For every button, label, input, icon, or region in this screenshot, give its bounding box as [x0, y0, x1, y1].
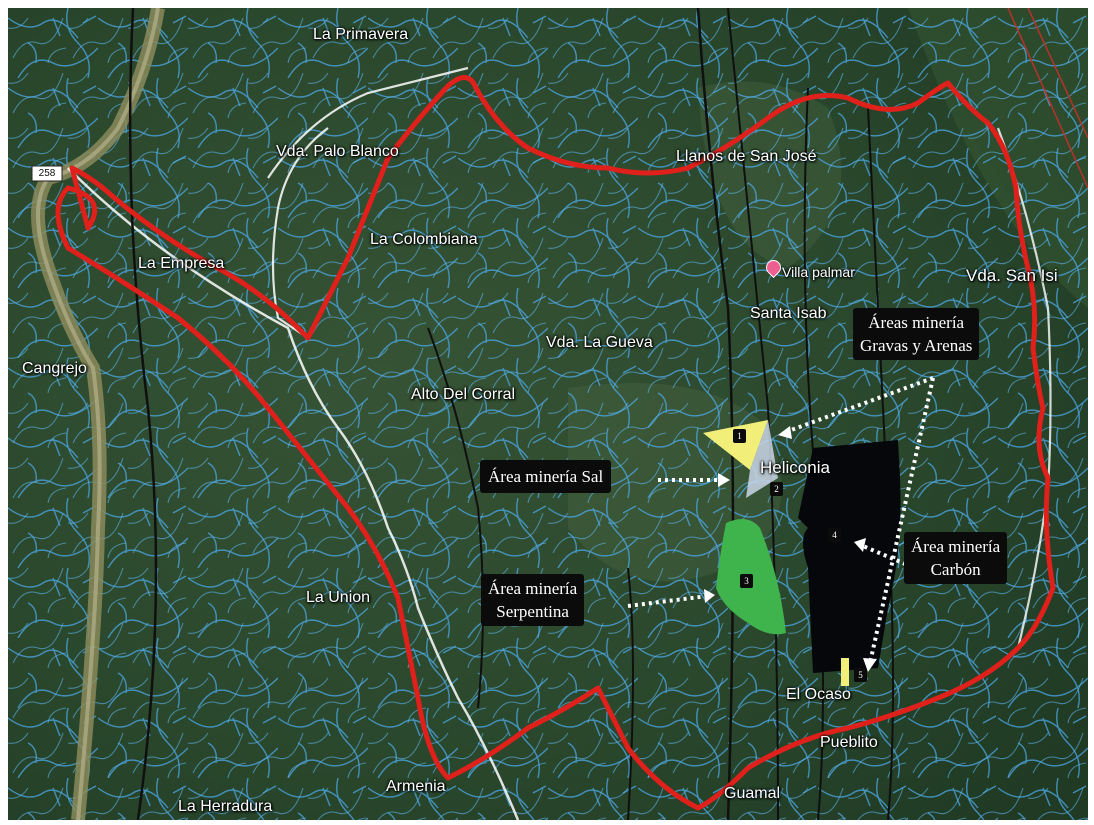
zone-gravas-arenas — [703, 420, 768, 470]
place-la-empresa: La Empresa — [138, 255, 225, 272]
place-la-primavera: La Primavera — [313, 26, 409, 43]
place-la-colombiana: La Colombiana — [370, 231, 478, 248]
callout-serpentina: Área minería Serpentina — [481, 574, 585, 626]
callout-carbon: Área minería Carbón — [904, 532, 1008, 584]
zone-gravas-south — [841, 658, 849, 686]
place-la-herradura: La Herradura — [178, 798, 273, 815]
place-llanos-san-jose: Llanos de San José — [676, 148, 817, 165]
dotted-arrow-icon — [627, 376, 939, 664]
place-palo-blanco: Vda. Palo Blanco — [276, 143, 399, 160]
place-villa-palmar: Villa palmar — [782, 264, 855, 280]
place-armenia: Armenia — [386, 778, 446, 795]
place-guamal: Guamal — [724, 785, 781, 802]
zone-carbon — [798, 440, 901, 673]
place-san-isidro: Vda. San Isi — [966, 266, 1058, 285]
map-canvas — [8, 8, 1088, 820]
place-la-gueva: Vda. La Gueva — [546, 334, 653, 351]
zone-marker-5: 5 — [854, 668, 867, 682]
zone-marker-3: 3 — [740, 574, 753, 588]
callout-sal: Área minería Sal — [480, 460, 612, 493]
road-shield-label: 258 — [38, 168, 56, 179]
place-el-ocaso: El Ocaso — [786, 686, 851, 703]
place-la-union: La Union — [306, 589, 371, 606]
zone-sal — [746, 420, 778, 498]
place-pueblito: Pueblito — [820, 734, 878, 751]
place-santa-isabel: Santa Isab — [750, 305, 827, 322]
place-heliconia: Heliconia — [760, 458, 830, 477]
zone-marker-2: 2 — [770, 482, 783, 496]
place-alto-del-corral: Alto Del Corral — [411, 386, 516, 403]
sub-boundary-west — [67, 167, 520, 820]
municipal-boundary — [55, 75, 1056, 811]
zone-marker-4: 4 — [828, 528, 841, 542]
place-cangrejo: Cangrejo — [22, 360, 87, 377]
road-shield-icon — [31, 165, 63, 182]
satellite-map[interactable]: 258 La Primavera Vda. Palo Blanco Llanos… — [8, 8, 1088, 820]
zone-marker-1: 1 — [733, 429, 746, 443]
callout-gravas-arenas: Áreas minería Gravas y Arenas — [853, 308, 980, 360]
